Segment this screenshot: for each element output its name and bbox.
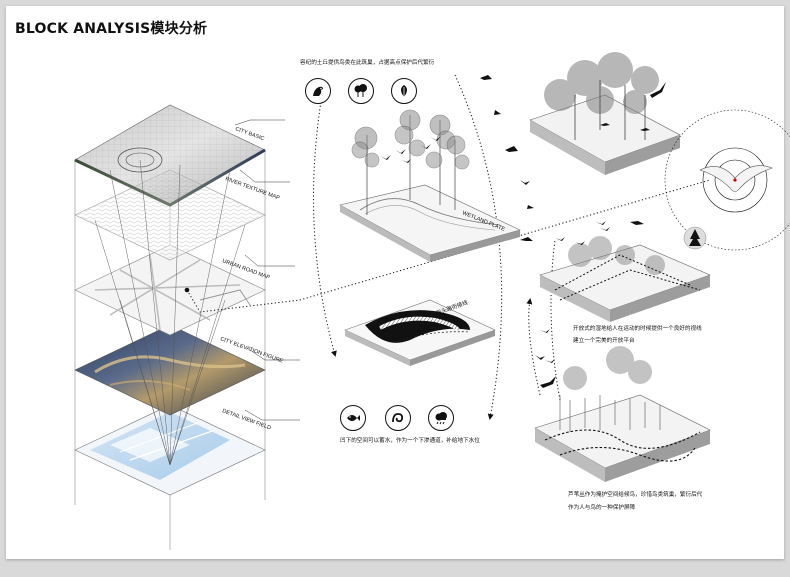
- wetland-plate: [339, 109, 521, 262]
- caption-reed-shelter-line1: 芦苇丛作为掩护空间给候鸟，珍惜鸟类筑巢，繁衍后代: [568, 492, 703, 498]
- eagle-icon: [305, 78, 331, 104]
- caption-reed-shelter-line2: 作为人与鸟的一种保护屏障: [568, 505, 636, 511]
- wetland-platform-plate: [520, 221, 711, 322]
- water-icon: [385, 405, 411, 431]
- connector-origin-dot: [184, 287, 190, 293]
- layer-detail-view-field: [74, 404, 266, 496]
- caption-nest-mound: 容纪的土丘提供鸟类在此筑巢，占据高点保护后代繁衍: [300, 60, 435, 66]
- leaf-icon: [391, 78, 417, 104]
- seagull-focus: [664, 109, 790, 251]
- reed-shelter-plate: [534, 346, 711, 482]
- nest-plate: [529, 52, 681, 175]
- layer-city-elevation-figure: [74, 324, 266, 416]
- caption-open-view-line2: 建立一个完美的开放平台: [573, 338, 635, 344]
- rain-cloud-icon: [428, 405, 454, 431]
- tree-icon: [348, 78, 374, 104]
- flying-birds: [480, 75, 606, 360]
- layer-river-texture-map: [74, 169, 266, 261]
- layer-city-basic: [74, 104, 266, 207]
- fish-icon: [340, 405, 366, 431]
- layer-stack: [74, 104, 300, 550]
- caption-open-view-line1: 开放式的湿地给人在运动的时候提供一个良好的视线: [573, 326, 702, 332]
- caption-water-storage: 凹下的空间可以蓄水，作为一个下渗通道，补给地下水位: [340, 438, 480, 444]
- page-title: BLOCK ANALYSIS模块分析: [15, 21, 208, 37]
- connector-road-plate: [344, 299, 496, 366]
- pine-tree-badge-icon: [683, 226, 707, 250]
